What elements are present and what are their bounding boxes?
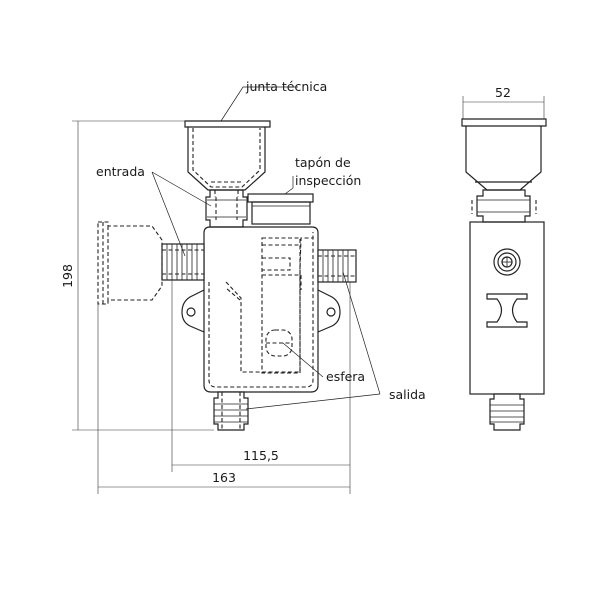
dimension-texts: 198 115,5 163 52 <box>60 85 511 485</box>
leader-lines <box>151 86 381 410</box>
label-tapon-line2: inspección <box>295 173 361 188</box>
top-inlet-neck <box>205 189 248 228</box>
dim-side-52: 52 <box>495 85 511 100</box>
dim-width-115-5: 115,5 <box>243 448 279 463</box>
left-threaded-inlet <box>161 243 205 281</box>
top-funnel-cup <box>184 120 271 197</box>
round-fitting-icon <box>493 248 521 276</box>
left-dashed-cup <box>97 221 163 305</box>
side-view <box>461 118 547 431</box>
bottom-threaded-outlet <box>213 391 249 431</box>
label-entrada: entrada <box>96 164 145 179</box>
hourglass-mount-icon <box>486 293 528 328</box>
dim-height-198: 198 <box>60 264 75 288</box>
dimension-lines <box>72 96 545 494</box>
label-esfera: esfera <box>326 369 365 384</box>
main-body <box>203 226 319 393</box>
right-threaded-outlet <box>317 249 357 283</box>
inspection-cap <box>247 193 314 225</box>
label-tapon-line1: tapón de <box>295 155 351 170</box>
annotations: junta técnica tapón de inspección entrad… <box>96 79 426 402</box>
dim-width-163: 163 <box>212 470 236 485</box>
mounting-ears <box>181 289 341 333</box>
label-salida: salida <box>389 387 426 402</box>
label-junta-tecnica: junta técnica <box>245 79 327 94</box>
